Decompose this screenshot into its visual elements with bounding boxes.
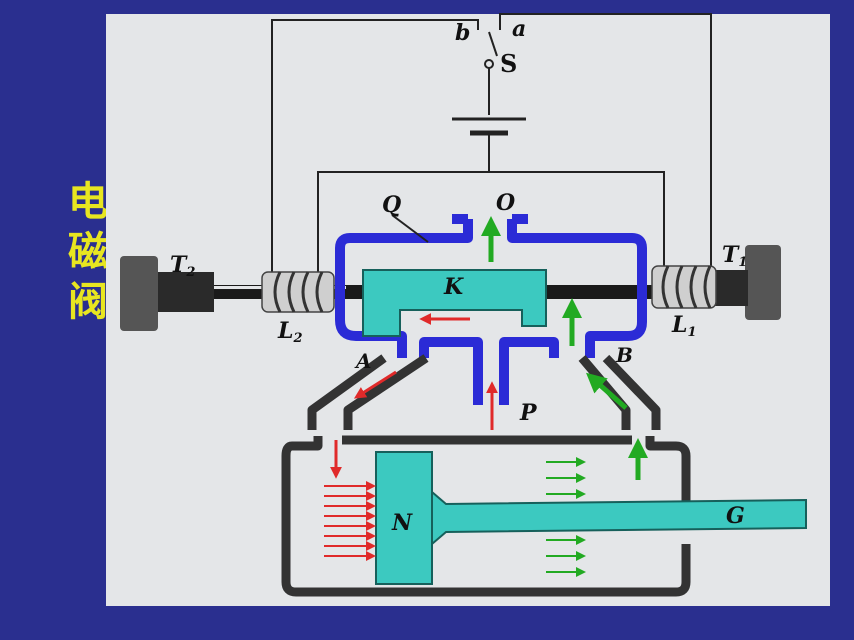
label-port-b: B <box>615 343 633 367</box>
iron-core-t2 <box>120 256 158 331</box>
circuit-wires <box>271 13 712 277</box>
label-switch-b: b <box>455 20 470 46</box>
label-switch-a: a <box>512 16 526 42</box>
label-core-t1: T1 <box>722 242 747 270</box>
switch-pivot <box>484 59 494 69</box>
label-core-t2: T2 <box>170 252 195 280</box>
title-char-1: 电 <box>68 179 108 225</box>
rod-g <box>431 489 807 547</box>
iron-core-t2-neck <box>158 272 214 312</box>
title-char-2: 磁 <box>68 229 108 275</box>
coil-l1 <box>651 265 717 309</box>
label-rod-g: G <box>726 503 745 529</box>
label-spool-k: K <box>443 274 464 300</box>
iron-core-t1-neck <box>712 270 748 306</box>
title-char-3: 阀 <box>68 279 108 325</box>
pressure-arrows-green <box>546 457 586 577</box>
outlet-lip-right <box>512 214 528 224</box>
label-housing-q: Q <box>382 192 401 218</box>
leader-q <box>391 214 429 243</box>
label-outlet-o: O <box>496 190 515 216</box>
outlet-lip-left <box>452 214 468 224</box>
label-coil-l1: L1 <box>671 312 697 340</box>
valve-body <box>335 219 647 405</box>
label-switch-s: S <box>500 49 517 78</box>
flow-green <box>481 216 648 480</box>
pressure-arrows-red <box>324 481 376 561</box>
flow-red <box>330 313 498 479</box>
label-piston-n: N <box>391 510 413 536</box>
label-inlet-p: P <box>519 400 538 426</box>
cylinder-body <box>281 435 691 597</box>
label-port-a: A <box>354 349 372 373</box>
coil-l2 <box>261 271 335 313</box>
label-coil-l2: L2 <box>277 318 303 346</box>
spool-k <box>362 269 547 337</box>
iron-core-t1 <box>745 245 781 320</box>
